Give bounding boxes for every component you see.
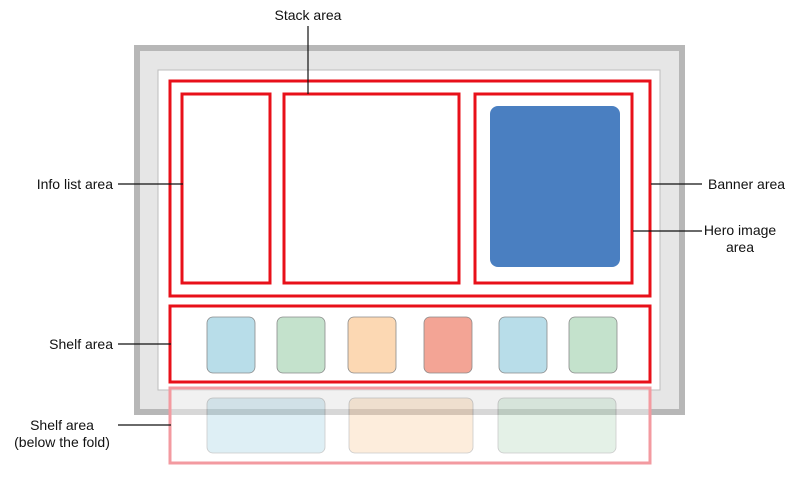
shelf-below-label-line2: (below the fold) [14,434,110,450]
below-fold-tiles [206,397,617,454]
hero-image-area-label: Hero image area [700,222,780,256]
below-fold-group [170,388,650,463]
shelf-area-label: Shelf area [49,336,113,352]
below-fold-shelf-fill [170,388,650,463]
stack-area-label: Stack area [274,7,342,23]
shelf-tile [206,316,256,374]
below-fold-tile [206,397,326,454]
below-fold-tile [497,397,617,454]
hero-image-label-line1: Hero image [703,222,777,238]
shelf-tile [276,316,326,374]
banner-area-outline [168,79,652,298]
hero-image-label-line2: area [725,239,755,255]
shelf-tile [498,316,548,374]
below-fold-tile [348,397,474,454]
stack-area-outline [282,92,461,285]
shelf-tiles [206,316,618,374]
shelf-below-fold-label: Shelf area (below the fold) [2,417,122,451]
banner-area-label: Banner area [708,176,786,192]
shelf-below-label-line1: Shelf area [30,417,94,433]
shelf-tile [568,316,618,374]
shelf-tile [423,316,473,374]
info-list-area-label: Info list area [36,176,113,192]
info-list-area-outline [180,92,272,285]
shelf-tile [347,316,397,374]
hero-image [490,106,620,267]
